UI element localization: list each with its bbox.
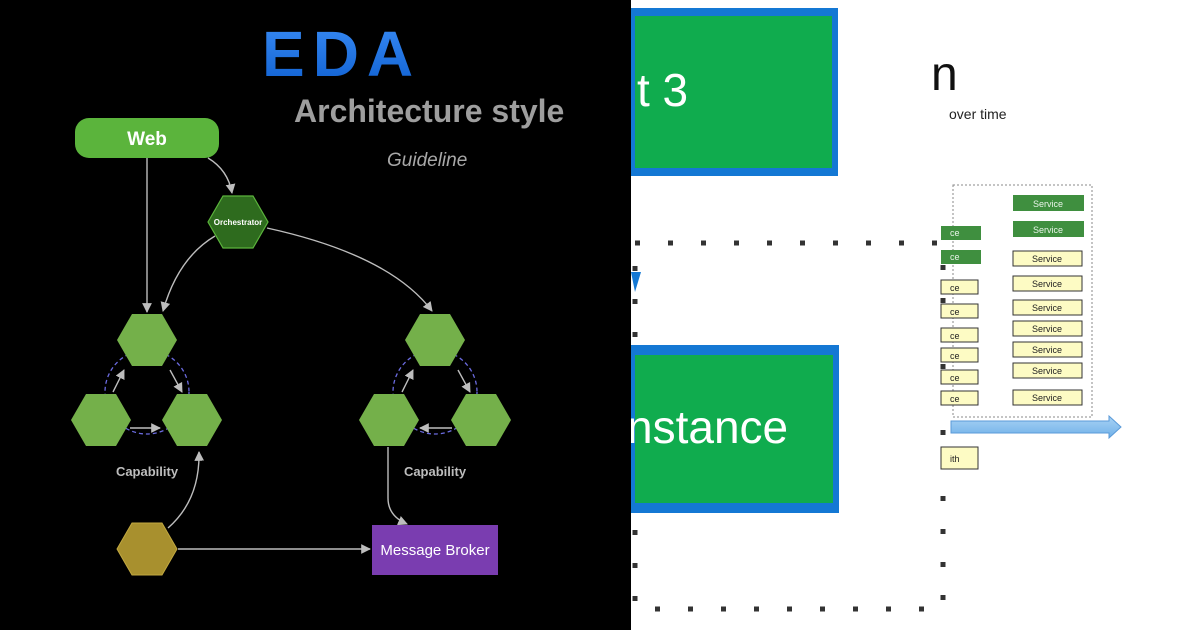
orchestrator-node (207, 195, 269, 249)
instance-box-text: nstance (631, 401, 788, 453)
orchestrator-to-left-capability-arrow (160, 235, 216, 312)
service-partial-1-label: ce (950, 283, 960, 293)
service-box-5 (1012, 341, 1083, 358)
service-partial-1 (940, 279, 979, 295)
message-broker-label: Message Broker (380, 542, 489, 559)
service-partial-5 (940, 369, 979, 385)
instance-green-box (635, 355, 833, 503)
left-capability-left-service-hex (71, 394, 131, 446)
right-cap-inner-arrow-1 (401, 369, 414, 393)
orchestrator-label: Orchestrator (214, 218, 262, 227)
service-partial-2 (940, 303, 979, 319)
left-capability-top-service-hex (117, 314, 177, 366)
service-partial-4-label: ce (950, 351, 960, 361)
orchestrator-to-right-capability-arrow (266, 227, 433, 312)
service-box-6-label: Service (1032, 366, 1062, 376)
service-partial-dark-1 (941, 226, 981, 240)
guideline-label: Guideline (387, 150, 467, 171)
service-partial-5-label: ce (950, 373, 960, 383)
service-partial-dark-2-label: ce (950, 252, 960, 262)
service-box-2-label: Service (1032, 279, 1062, 289)
service-box-dark-1-label: Service (1033, 199, 1063, 209)
service-container (952, 184, 1093, 418)
diagram-title: EDA (262, 18, 421, 90)
top-green-box (635, 16, 832, 168)
web-node-label: Web (127, 129, 167, 150)
service-partial-2-label: ce (950, 307, 960, 317)
service-partial-6 (940, 390, 979, 406)
service-partial-6-label: ce (950, 394, 960, 404)
service-partial-7-label: ith (950, 454, 960, 464)
service-partial-7 (940, 446, 979, 470)
eda-architecture-panel: EDA Architecture style Guideline Web (0, 0, 631, 630)
service-box-dark-1 (1013, 195, 1084, 211)
service-box-3 (1012, 299, 1083, 316)
left-capability-label: Capability (116, 464, 179, 479)
service-partial-3-label: ce (950, 331, 960, 341)
service-box-dark-2-label: Service (1033, 225, 1063, 235)
service-box-7-label: Service (1032, 393, 1062, 403)
service-box-4 (1012, 320, 1083, 337)
service-partial-3 (940, 327, 979, 343)
diagram-subtitle: Architecture style (294, 93, 564, 129)
deployment-fragment: t 3 n over time nstance ce ce ce ce ce (631, 8, 1122, 612)
over-time-fragment: over time (949, 106, 1007, 122)
deployment-fragment-panel: t 3 n over time nstance ce ce ce ce ce (631, 0, 1200, 630)
right-cap-inner-arrow-2 (457, 369, 471, 393)
message-broker-node (372, 525, 498, 575)
service-box-3-label: Service (1032, 303, 1062, 313)
heading-fragment: n (931, 48, 958, 101)
top-box-text: t 3 (637, 64, 688, 116)
event-producer-hex (116, 522, 178, 576)
producer-to-capability-arrow (167, 451, 205, 529)
service-box-4-label: Service (1032, 324, 1062, 334)
blue-arrow-tip (631, 272, 641, 292)
service-box-1 (1012, 250, 1083, 267)
service-box-2 (1012, 275, 1083, 292)
capability-to-broker-arrow (387, 447, 408, 526)
service-box-1-label: Service (1032, 254, 1062, 264)
right-capability-right-service-hex (451, 394, 511, 446)
service-box-7 (1012, 389, 1083, 406)
left-cap-inner-arrow-2 (169, 369, 183, 393)
eda-diagram: EDA Architecture style Guideline Web (71, 18, 564, 576)
service-partial-dark-2 (941, 250, 981, 264)
right-capability-left-service-hex (359, 394, 419, 446)
connector-lines (112, 157, 471, 554)
service-box-5-label: Service (1032, 345, 1062, 355)
web-node (75, 118, 219, 158)
timeline-arrow (950, 414, 1122, 440)
service-partial-dark-1-label: ce (950, 228, 960, 238)
service-box-dark-2 (1013, 221, 1084, 237)
dotted-region (632, 240, 946, 612)
service-box-6 (1012, 362, 1083, 379)
right-capability-top-service-hex (405, 314, 465, 366)
service-partial-4 (940, 347, 979, 363)
left-cap-inner-arrow-1 (112, 369, 125, 393)
web-to-orchestrator-arrow (207, 157, 236, 194)
left-capability-right-service-hex (162, 394, 222, 446)
right-capability-label: Capability (404, 464, 467, 479)
